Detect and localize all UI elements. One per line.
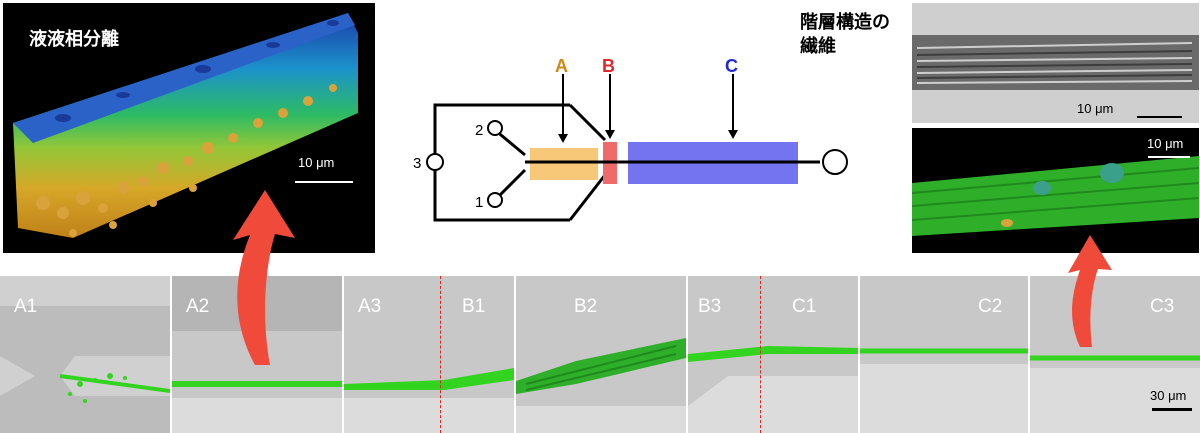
micrograph-b2-label: B2	[574, 296, 598, 317]
arrow-to-phase-render	[233, 190, 295, 365]
micrograph-a1-label: A1	[14, 296, 38, 317]
fluorescence-scale-bar	[1148, 156, 1190, 158]
micrograph-c2-label: C2	[978, 296, 1003, 317]
phase-separation-render: 液液相分離 10 μm	[3, 3, 375, 253]
fiber-brightfield-image: 10 μm	[912, 3, 1199, 123]
micrograph-a1: A1	[0, 276, 170, 433]
strip-scale-bar	[1152, 408, 1192, 411]
microfluidic-device-diagram: A B C 2 1 3	[413, 56, 848, 222]
label-b: B	[602, 56, 615, 76]
label-a: A	[555, 56, 568, 76]
hierarchical-fiber-title-line1: 階層構造の	[800, 12, 890, 33]
phase-separation-title: 液液相分離	[29, 29, 119, 50]
brightfield-scale-bar	[1137, 116, 1182, 118]
scale-bar-label: 10 μm	[298, 155, 335, 170]
micrograph-a3-b1: A3 B1	[344, 276, 514, 433]
micrograph-c3-label: C3	[1150, 296, 1175, 317]
fiber-3d-svg	[912, 156, 1199, 236]
fiber-brightfield-svg	[912, 3, 1199, 123]
inlet-3-label: 3	[413, 155, 421, 172]
phase-separation-3d-image	[13, 13, 358, 238]
fiber-3d-fluorescence-image: 10 μm	[912, 128, 1199, 253]
inlet-1-label: 1	[475, 194, 483, 211]
label-c: C	[725, 56, 738, 76]
micrograph-a3-label: A3	[358, 296, 382, 317]
boundary-line-b-c	[760, 276, 761, 433]
micrograph-b1-label: B1	[462, 296, 486, 317]
strip-scale-label: 30 μm	[1150, 388, 1187, 403]
inlet-3-circle	[426, 153, 444, 171]
arrow-to-fiber-images	[1068, 235, 1112, 347]
micrograph-b3-label: B3	[698, 296, 722, 317]
scale-bar-line	[295, 181, 353, 183]
inlet-2-label: 2	[475, 122, 483, 139]
brightfield-scale-label: 10 μm	[1077, 101, 1114, 116]
inlet-1-circle	[487, 192, 503, 208]
micrograph-c3: C3 30 μm	[1030, 276, 1200, 433]
micrograph-b3-c1: B3 C1	[688, 276, 858, 433]
micrograph-b2: B2	[516, 276, 686, 433]
region-a	[530, 148, 598, 180]
micrograph-c2: C2	[860, 276, 1028, 433]
micrograph-a2-label: A2	[186, 296, 210, 317]
micrograph-c1-label: C1	[792, 296, 817, 317]
boundary-line-a-b	[440, 276, 441, 433]
outlet-circle	[822, 149, 848, 175]
inlet-2-circle	[487, 120, 503, 136]
hierarchical-fiber-title-line2: 繊維	[800, 36, 836, 57]
fluorescence-scale-label: 10 μm	[1147, 136, 1184, 151]
